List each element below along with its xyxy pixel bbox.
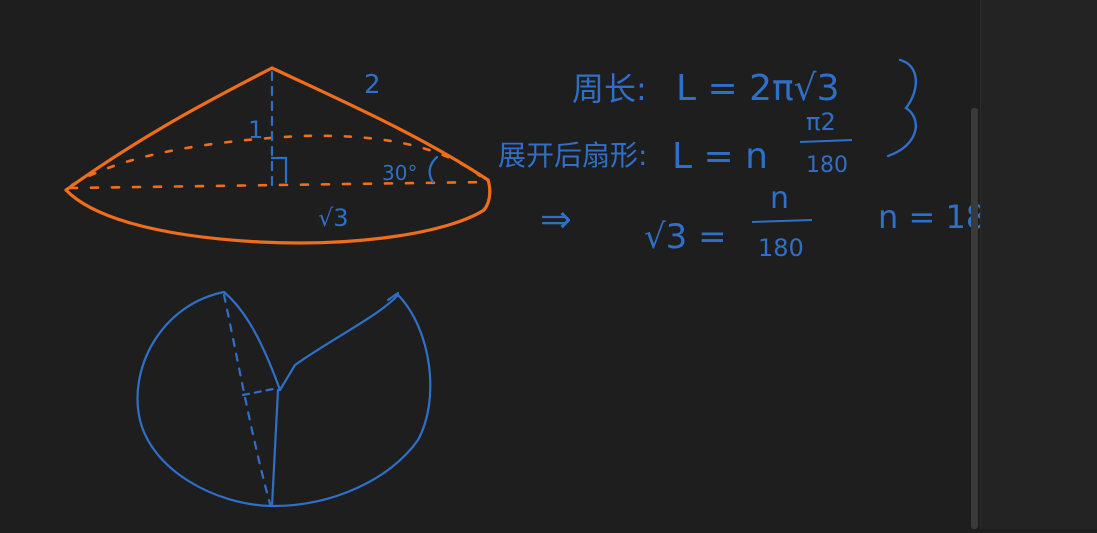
equation-frac-bar [751,219,813,223]
cone-base-front [64,178,492,245]
right-brace [886,58,918,158]
angle-label: 30° [382,161,417,185]
circumference-prefix: 周长: [572,70,647,108]
cone-annotations [270,70,439,188]
handwritten-sketch: 2 1 30° √3 周长: L = 2π√3 展开后扇形: L = n π2 … [64,58,1047,508]
result-formula: n = 180√3 [878,198,980,236]
sector-drawing [136,290,432,508]
angle-arc [428,155,439,184]
equation-lhs: √3 = [644,217,727,257]
circumference-formula: L = 2π√3 [676,68,840,109]
cone-base-back-dashed [70,134,482,187]
sector-dashed-chord [241,386,280,397]
cone-drawing [64,66,492,245]
radius-label: √3 [318,204,349,232]
equation-arrow: ⇒ [540,197,572,241]
cone-base-diameter-dashed [68,180,490,190]
sector-center-seam [270,388,280,508]
sector-prefix: 展开后扇形: [498,139,647,172]
sector-top-tick [386,291,400,302]
sector-lhs: L = n [672,136,768,177]
side-panel [980,0,1097,529]
slant-label: 2 [364,70,381,100]
equation-frac-den: 180 [758,234,804,262]
vertical-scrollbar[interactable] [971,108,978,529]
sector-outline [136,290,432,508]
height-label: 1 [248,116,263,144]
equation-frac-num: n [770,181,789,216]
right-angle-mark [270,156,288,184]
sector-frac-num: π2 [806,108,836,136]
sector-dashed-radius [222,293,272,506]
sector-frac-bar [799,139,853,143]
sector-left-arc-top [222,290,282,392]
drawing-canvas[interactable]: 2 1 30° √3 周长: L = 2π√3 展开后扇形: L = n π2 … [0,0,1047,529]
sector-frac-den: 180 [806,153,848,178]
cone-left-slant [64,66,274,192]
formula-block: 周长: L = 2π√3 展开后扇形: L = n π2 180 ⇒ √3 = … [498,58,1047,262]
